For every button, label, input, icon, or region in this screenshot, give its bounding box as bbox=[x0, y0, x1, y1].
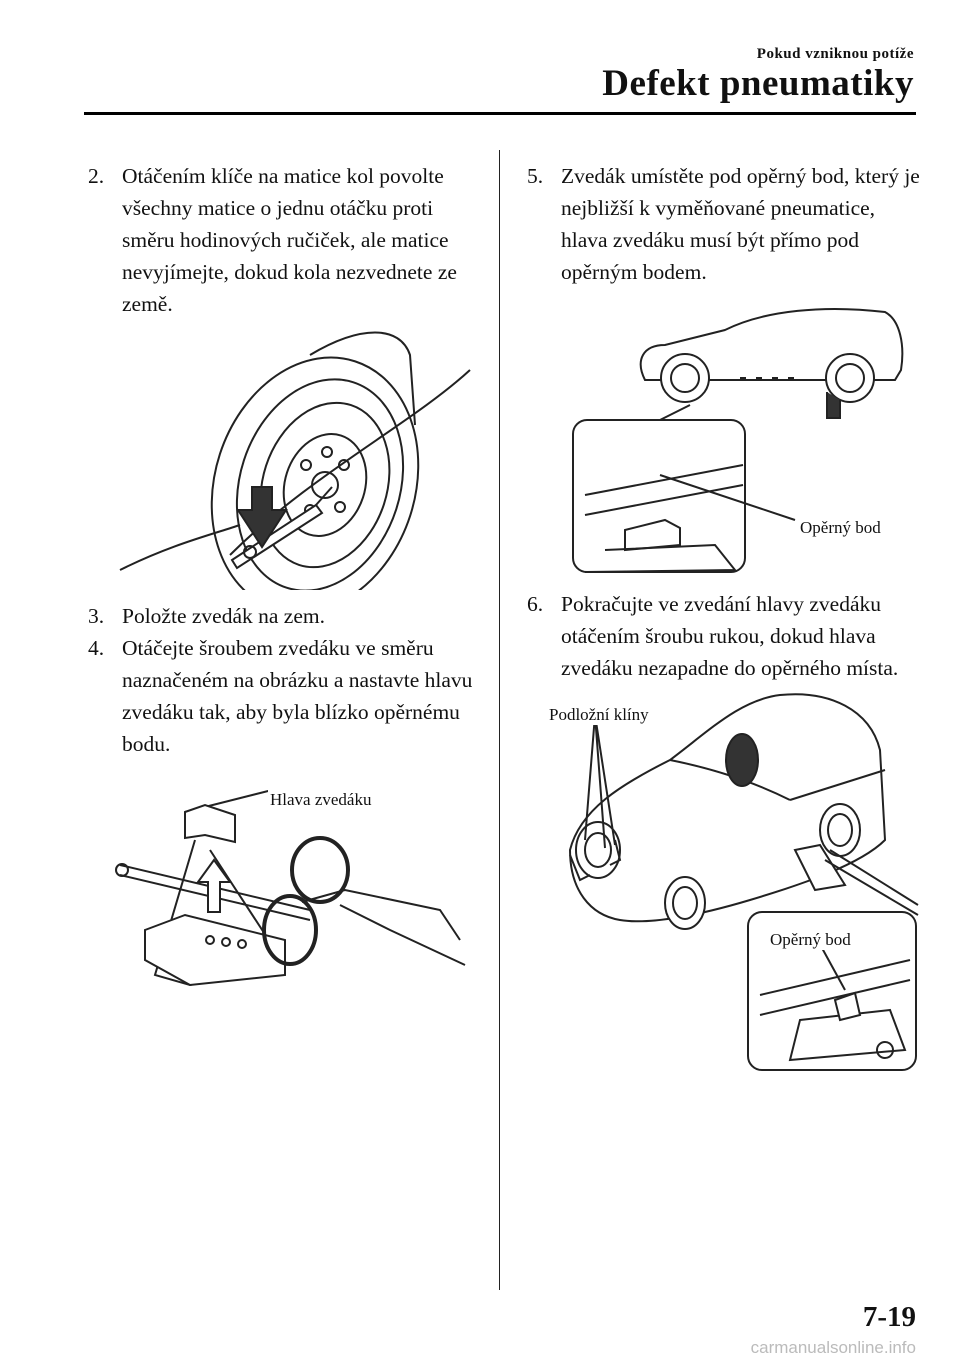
car-lift-illustration bbox=[568, 693, 919, 1071]
step-number: 4. bbox=[88, 636, 105, 660]
step-text: Otáčejte šroubem zvedáku ve směru naznač… bbox=[122, 636, 473, 756]
jack-illustration bbox=[115, 790, 466, 987]
step-number: 6. bbox=[527, 592, 544, 616]
step-text: Položte zvedák na zem. bbox=[122, 604, 325, 628]
step-number: 2. bbox=[88, 164, 105, 188]
wheel-wrench-illustration bbox=[119, 331, 471, 590]
column-divider bbox=[499, 150, 500, 1290]
step-text: Pokračujte ve zvedání hlavy zvedáku otáč… bbox=[561, 592, 899, 680]
jack-head-label: Hlava zvedáku bbox=[268, 790, 374, 810]
jack-point-label: Opěrný bod bbox=[798, 518, 883, 538]
step-number: 3. bbox=[88, 604, 105, 628]
step-3: 3. Položte zvedák na zem. bbox=[88, 600, 483, 632]
jack-point-illustration bbox=[572, 308, 904, 573]
page-title: Defekt pneumatiky bbox=[602, 63, 914, 104]
header-rule bbox=[84, 112, 916, 115]
section-title: Pokud vzniknou potíže bbox=[756, 46, 914, 62]
car-jack-point-label: Opěrný bod bbox=[768, 930, 853, 950]
step-text: Otáčením klíče na matice kol povolte vše… bbox=[122, 164, 457, 316]
step-text: Zvedák umístěte pod opěrný bod, který je… bbox=[561, 164, 920, 284]
step-6: 6. Pokračujte ve zvedání hlavy zvedáku o… bbox=[527, 588, 922, 684]
chocks-label: Podložní klíny bbox=[547, 705, 651, 725]
page-number: 7-19 bbox=[862, 1301, 916, 1333]
step-4: 4. Otáčejte šroubem zvedáku ve směru naz… bbox=[88, 632, 483, 760]
step-2: 2. Otáčením klíče na matice kol povolte … bbox=[88, 160, 483, 320]
watermark: carmanualsonline.info bbox=[750, 1338, 916, 1357]
step-5: 5. Zvedák umístěte pod opěrný bod, který… bbox=[527, 160, 922, 288]
step-number: 5. bbox=[527, 164, 544, 188]
